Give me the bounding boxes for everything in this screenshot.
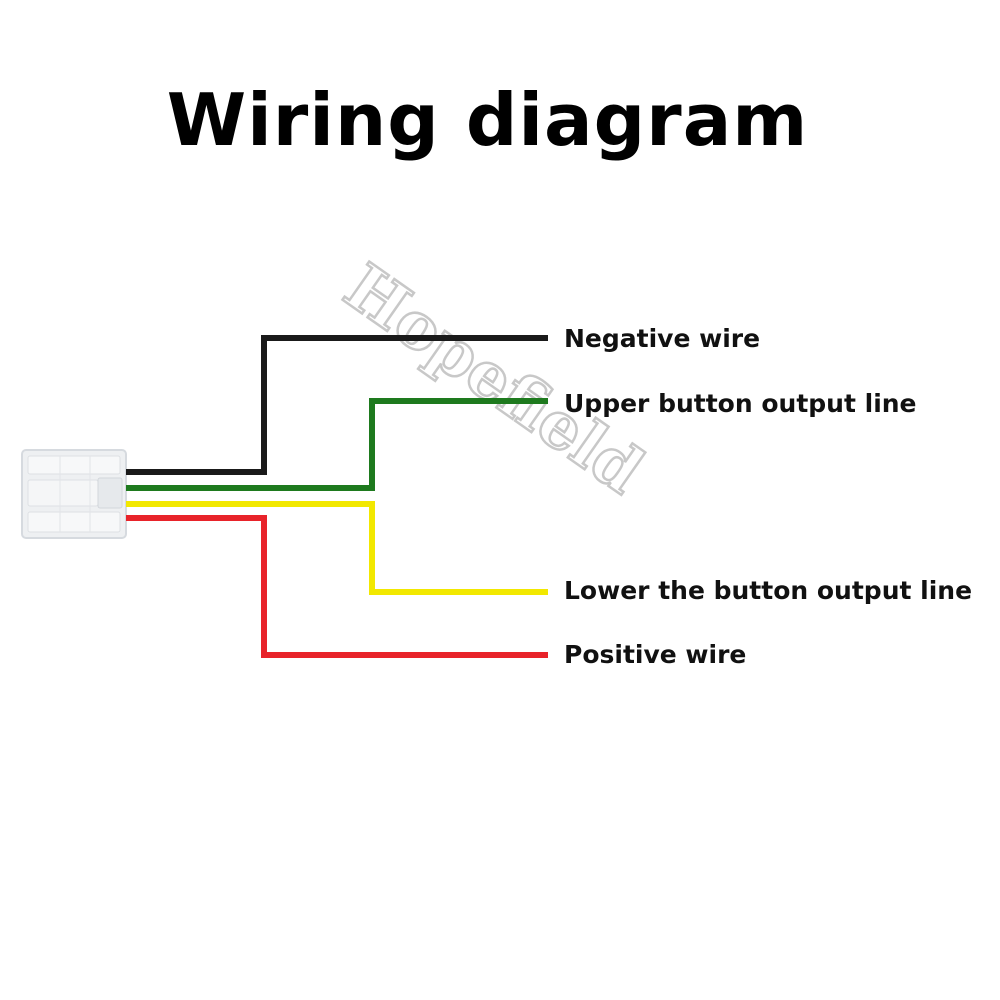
positive-wire-label: Positive wire bbox=[564, 640, 746, 669]
page-title: Wiring diagram bbox=[166, 78, 809, 162]
black-wire bbox=[126, 335, 548, 475]
watermark-text: Hopefield bbox=[331, 250, 657, 509]
yellow-wire bbox=[126, 501, 548, 595]
watermark-logo: Hopefield bbox=[330, 248, 658, 510]
lower-button-output-label: Lower the button output line bbox=[564, 576, 972, 605]
connector-plug bbox=[21, 449, 127, 539]
upper-button-output-label: Upper button output line bbox=[564, 389, 917, 418]
red-wire bbox=[126, 515, 548, 658]
negative-wire-label: Negative wire bbox=[564, 324, 760, 353]
green-wire bbox=[126, 398, 548, 491]
